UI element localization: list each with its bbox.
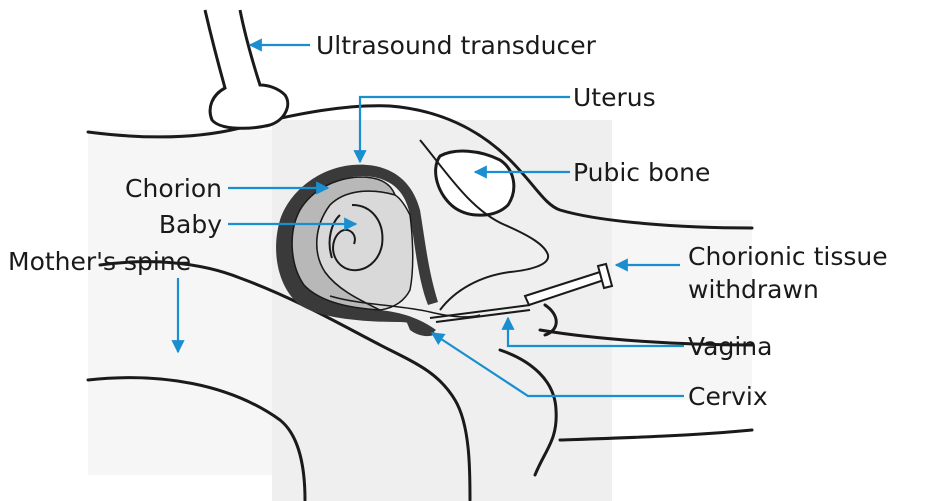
label-uterus: Uterus xyxy=(573,83,656,112)
ultrasound-transducer xyxy=(205,10,288,128)
label-pubic-bone: Pubic bone xyxy=(573,158,710,187)
label-vagina: Vagina xyxy=(688,332,772,361)
label-ultrasound-transducer: Ultrasound transducer xyxy=(316,31,597,60)
label-chorion: Chorion xyxy=(125,174,222,203)
label-cervix: Cervix xyxy=(688,382,768,411)
label-mothers-spine: Mother's spine xyxy=(8,247,191,276)
label-baby: Baby xyxy=(159,210,222,239)
label-withdrawn: withdrawn xyxy=(688,275,819,304)
label-chorionic-tissue: Chorionic tissue xyxy=(688,242,888,271)
